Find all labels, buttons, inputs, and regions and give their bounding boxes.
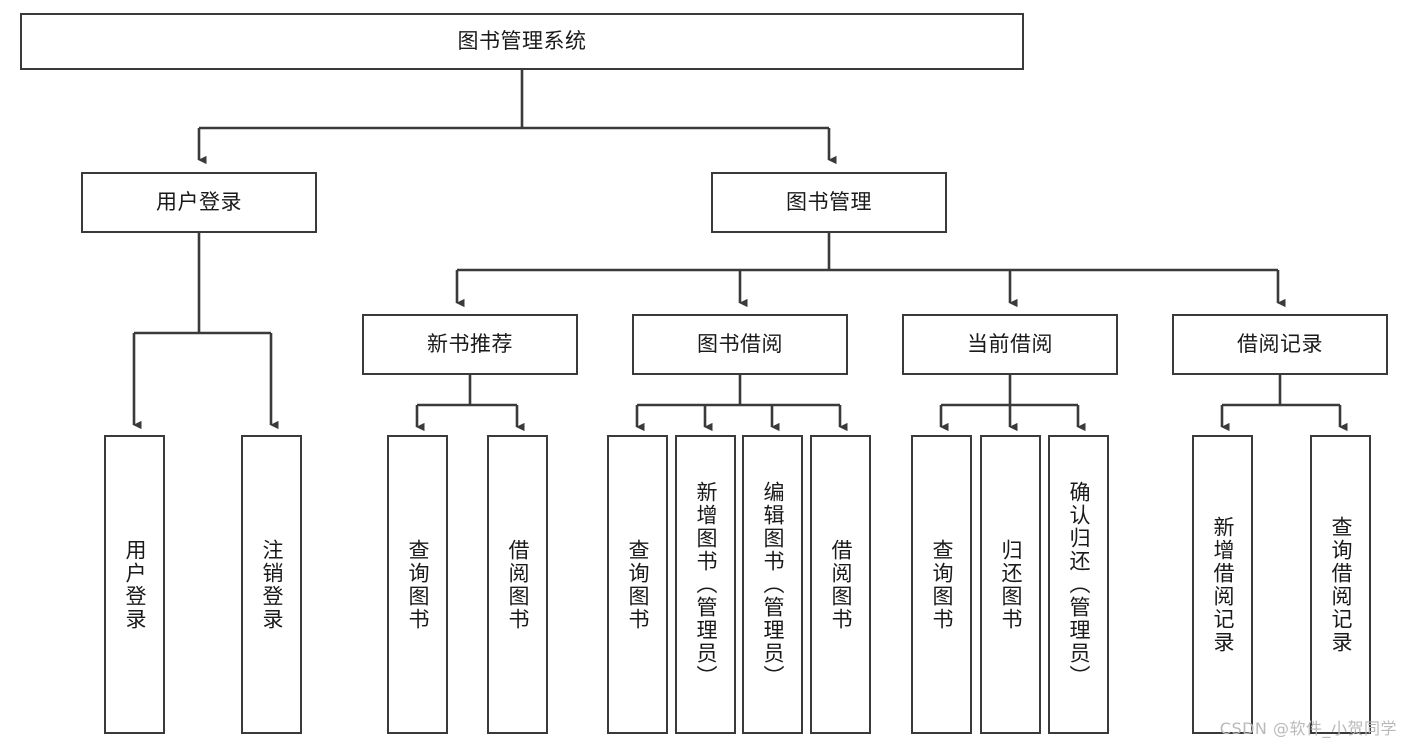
node-user-login[interactable]: 用户登录 bbox=[81, 172, 317, 233]
leaf-user-login-logout[interactable]: 注销登录 bbox=[241, 435, 302, 734]
csdn-watermark: CSDN @软件_小贺同学 bbox=[1219, 719, 1397, 738]
leaf-user-login-login[interactable]: 用户登录 bbox=[104, 435, 165, 734]
leaf-borrow-borrow-book[interactable]: 借阅图书 bbox=[810, 435, 871, 734]
node-label: 查询图书 bbox=[406, 538, 430, 631]
node-label: 新增借阅记录 bbox=[1211, 515, 1235, 654]
node-label: 确认归还（管理员） bbox=[1067, 481, 1091, 688]
node-label: 查询图书 bbox=[930, 538, 954, 631]
node-label: 借阅图书 bbox=[829, 538, 853, 631]
leaf-recommend-borrow-book[interactable]: 借阅图书 bbox=[487, 435, 548, 734]
node-book-management[interactable]: 图书管理 bbox=[711, 172, 947, 233]
node-label: 图书管理系统 bbox=[457, 29, 587, 54]
node-current-borrow[interactable]: 当前借阅 bbox=[902, 314, 1118, 375]
node-root-system[interactable]: 图书管理系统 bbox=[20, 13, 1024, 70]
node-label: 用户登录 bbox=[123, 538, 147, 631]
node-new-book-recommend[interactable]: 新书推荐 bbox=[362, 314, 578, 375]
leaf-current-query-book[interactable]: 查询图书 bbox=[911, 435, 972, 734]
leaf-current-confirm-return-admin[interactable]: 确认归还（管理员） bbox=[1048, 435, 1109, 734]
leaf-borrow-edit-book-admin[interactable]: 编辑图书（管理员） bbox=[742, 435, 803, 734]
node-label: 图书借阅 bbox=[697, 332, 783, 357]
node-label: 借阅记录 bbox=[1237, 332, 1323, 357]
node-label: 归还图书 bbox=[999, 538, 1023, 631]
node-book-borrow[interactable]: 图书借阅 bbox=[632, 314, 848, 375]
leaf-record-add-record[interactable]: 新增借阅记录 bbox=[1192, 435, 1253, 734]
node-label: 新增图书（管理员） bbox=[694, 481, 718, 688]
leaf-recommend-query-book[interactable]: 查询图书 bbox=[387, 435, 448, 734]
node-label: 注销登录 bbox=[260, 538, 284, 631]
leaf-borrow-query-book[interactable]: 查询图书 bbox=[607, 435, 668, 734]
leaf-current-return-book[interactable]: 归还图书 bbox=[980, 435, 1041, 734]
node-label: 新书推荐 bbox=[427, 332, 513, 357]
node-label: 借阅图书 bbox=[506, 538, 530, 631]
node-label: 当前借阅 bbox=[967, 332, 1053, 357]
node-borrow-record[interactable]: 借阅记录 bbox=[1172, 314, 1388, 375]
node-label: 图书管理 bbox=[786, 190, 872, 215]
node-label: 编辑图书（管理员） bbox=[761, 481, 785, 688]
node-label: 用户登录 bbox=[156, 190, 242, 215]
leaf-record-query-record[interactable]: 查询借阅记录 bbox=[1310, 435, 1371, 734]
node-label: 查询图书 bbox=[626, 538, 650, 631]
node-label: 查询借阅记录 bbox=[1329, 515, 1353, 654]
leaf-borrow-add-book-admin[interactable]: 新增图书（管理员） bbox=[675, 435, 736, 734]
